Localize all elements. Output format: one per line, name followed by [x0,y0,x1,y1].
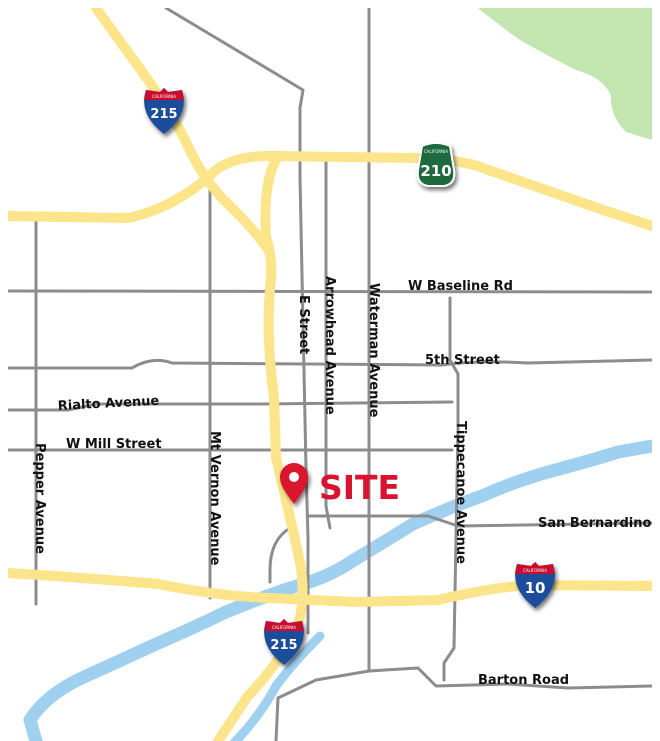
label-barton-road: Barton Road [478,673,569,688]
interstate-215-shield-south: CALIFORNIA 215 [264,619,304,665]
state-route-210-shield: CALIFORNIA 210 [416,142,456,187]
shield-number: 215 [150,107,177,122]
river-branch [229,631,325,741]
label-arrowhead-avenue: Arrowhead Avenue [322,276,337,415]
label-tippecanoe-avenue: Tippecanoe Avenue [453,421,468,564]
shield-number: 210 [420,162,451,180]
label-pepper-avenue: Pepper Avenue [32,443,47,554]
shield-state-label: CALIFORNIA [523,568,547,573]
shield-state-label: CALIFORNIA [152,94,176,99]
interstate-215-shield-north: CALIFORNIA 215 [144,88,184,134]
river [23,439,652,741]
site-marker[interactable]: SITE [280,463,400,507]
label-rialto-avenue: Rialto Avenue [57,394,159,414]
label-w-baseline-rd: W Baseline Rd [408,279,513,294]
state-route-shield-icon [416,142,456,187]
label-san-bernardino: San Bernardino [538,516,652,531]
interstate-10-shield: CALIFORNIA 10 [515,562,555,608]
park-area [478,8,652,140]
label-e-street: E Street [296,295,311,354]
label-w-mill-street: W Mill Street [66,437,162,452]
map-canvas[interactable]: CALIFORNIA 215 CALIFORNIA 210 CALIFORNIA… [8,8,652,741]
shield-number: 215 [270,638,297,653]
shield-state-label: CALIFORNIA [272,625,296,630]
shield-number: 10 [525,579,546,597]
site-label: SITE [319,468,400,507]
map-frame[interactable]: CALIFORNIA 215 CALIFORNIA 210 CALIFORNIA… [8,8,652,741]
label-mt-vernon-avenue: Mt Vernon Avenue [207,431,222,566]
shield-state-label: CALIFORNIA [424,149,448,154]
label-waterman-avenue: Waterman Avenue [366,283,381,418]
map-pin-icon [280,463,308,504]
street-network [8,8,652,741]
label-5th-street: 5th Street [425,353,500,368]
